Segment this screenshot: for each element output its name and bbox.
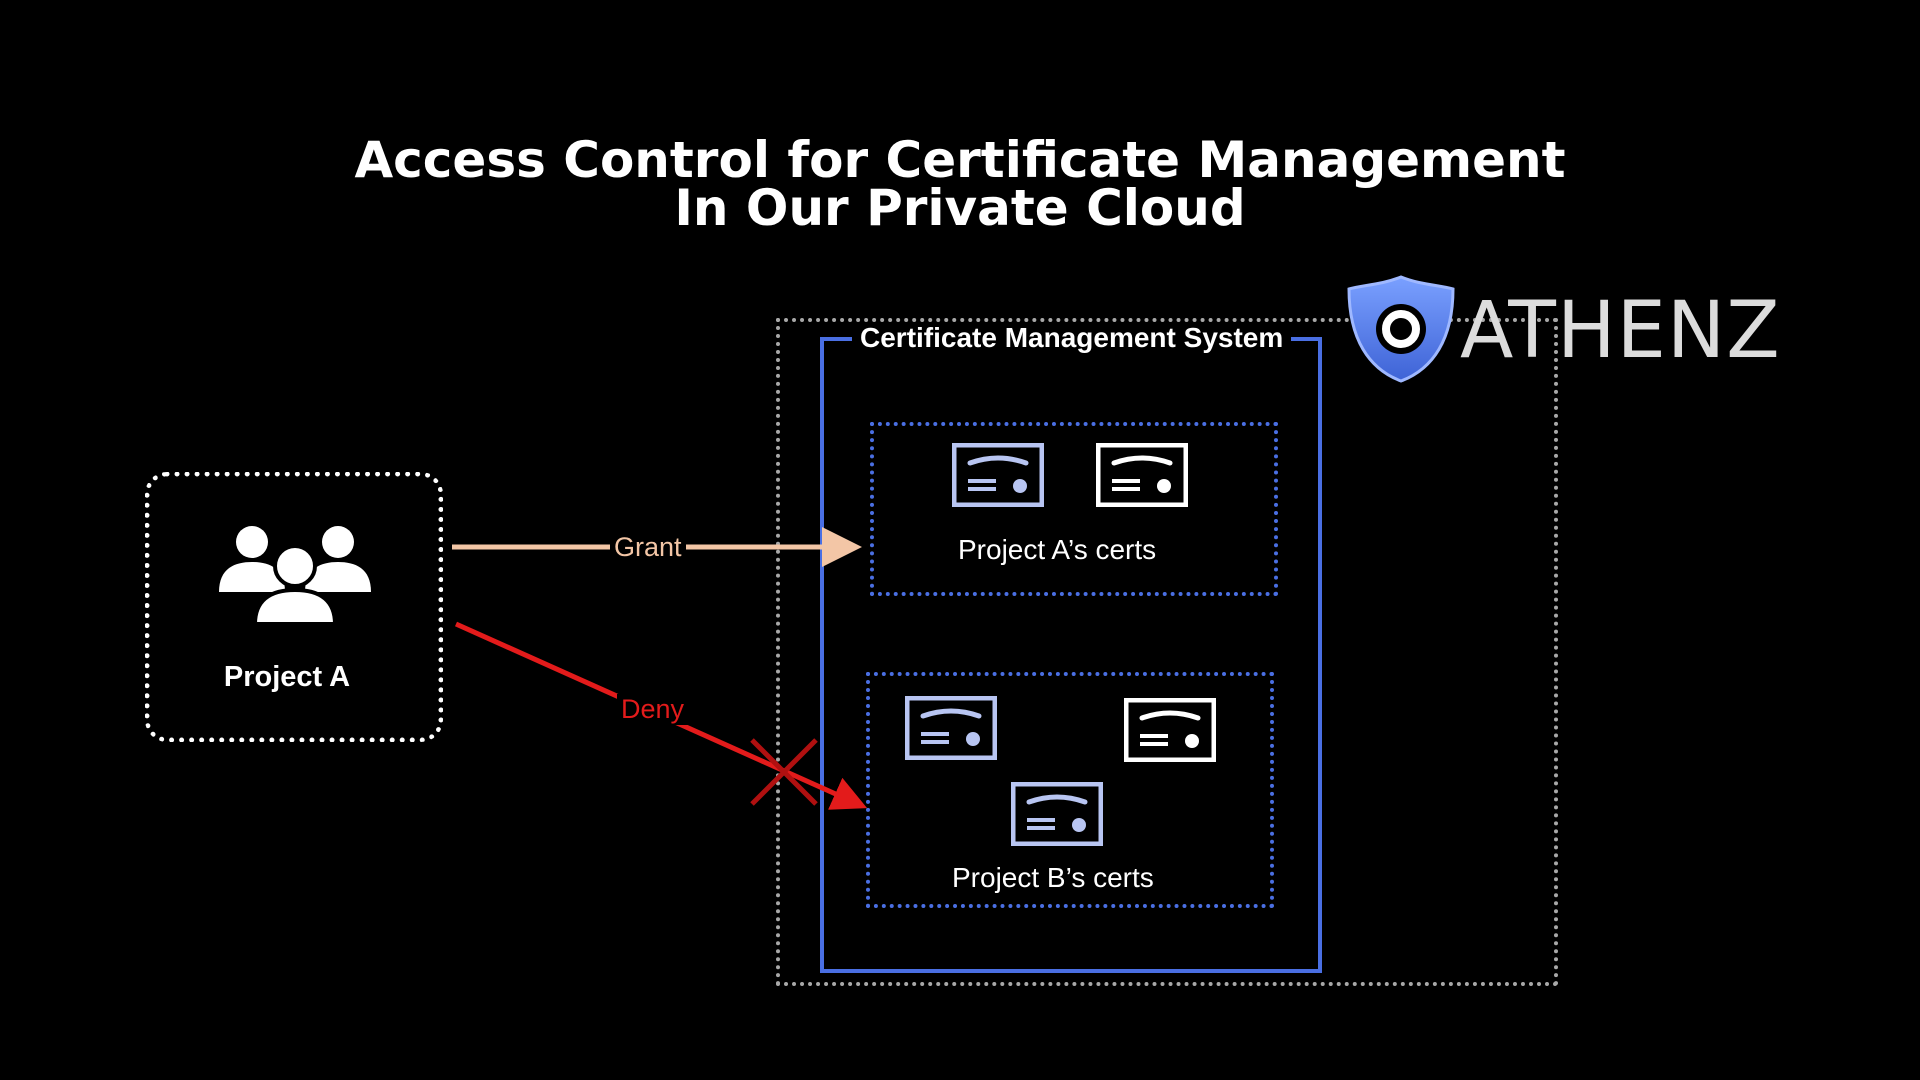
project-a-certs-label: Project A’s certs [958, 534, 1157, 565]
project-a-label: Project A [223, 661, 351, 693]
page-title: Access Control for Certificate Managemen… [0, 131, 1920, 237]
project-a-certs-box [870, 422, 1278, 596]
certificate-icon [1124, 698, 1216, 762]
users-group-icon [219, 526, 371, 626]
certificate-icon [952, 443, 1044, 507]
certificate-management-system-label: Certificate Management System [852, 322, 1292, 354]
grant-label: Grant [610, 532, 686, 563]
certificate-icon [905, 696, 997, 760]
certificate-icon [1011, 782, 1103, 846]
project-a-box [145, 472, 443, 742]
project-b-certs-label: Project B’s certs [952, 862, 1154, 893]
athenz-logo-text: ATHENZ [1460, 286, 1781, 376]
title-line-2: In Our Private Cloud [674, 179, 1246, 237]
project-b-certs-box [866, 672, 1274, 908]
title-line-1: Access Control for Certificate Managemen… [354, 131, 1566, 189]
deny-label: Deny [617, 694, 689, 725]
certificate-icon [1096, 443, 1188, 507]
